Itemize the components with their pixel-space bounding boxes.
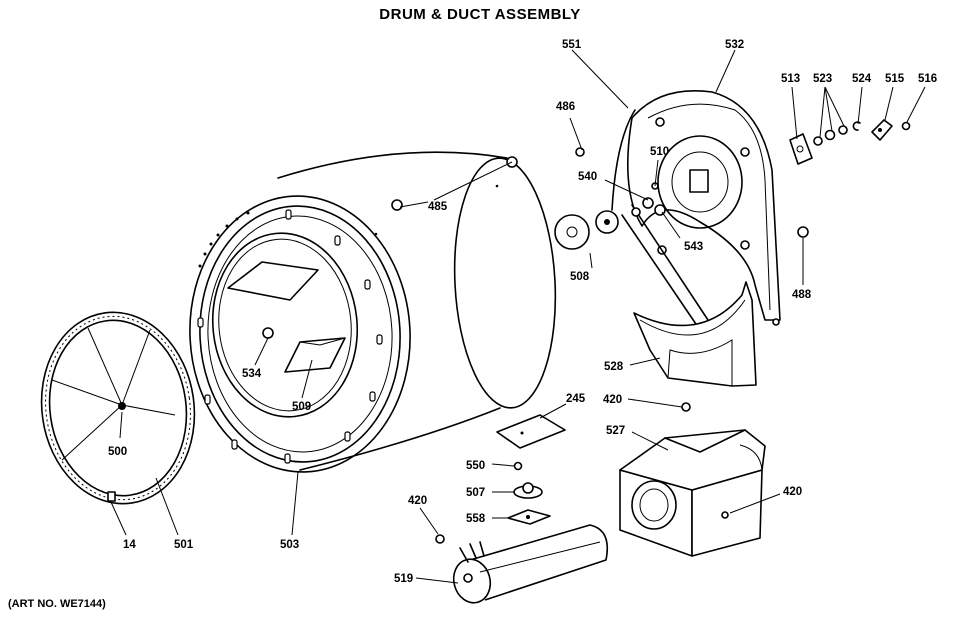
callout-500: 500	[108, 446, 127, 458]
callout-534: 534	[242, 368, 262, 380]
seal-551	[611, 109, 709, 331]
bracket-513	[789, 133, 813, 165]
callout-420-left: 420	[408, 495, 427, 507]
callout-509: 509	[292, 401, 311, 413]
screw-516	[901, 121, 911, 131]
screw-14	[107, 491, 116, 502]
leader-lines	[110, 49, 926, 584]
callout-507: 507	[466, 487, 485, 499]
screw-420-left	[435, 534, 445, 544]
callout-543: 543	[684, 241, 703, 253]
bracket-515	[871, 119, 893, 141]
art-number: (ART NO. WE7144)	[8, 598, 106, 610]
callout-labels: 14 501 500 503 534 509 485 486 551 532 5…	[108, 39, 937, 585]
callout-508: 508	[570, 271, 590, 283]
heater-519	[452, 524, 609, 604]
screw-550	[513, 461, 523, 471]
callout-550: 550	[466, 460, 485, 472]
plug-488	[797, 226, 809, 238]
washer-540-543	[631, 197, 666, 217]
callout-501: 501	[174, 539, 194, 551]
callout-515: 515	[885, 73, 905, 85]
callout-488: 488	[792, 289, 812, 301]
callout-516: 516	[918, 73, 937, 85]
callout-527: 527	[606, 425, 625, 437]
callout-245: 245	[566, 393, 586, 405]
screw-486	[575, 147, 585, 157]
plate-245	[496, 414, 566, 449]
callout-551: 551	[562, 39, 582, 51]
callout-420-mid: 420	[603, 394, 622, 406]
screw-420-mid	[681, 402, 691, 412]
callout-486: 486	[556, 101, 575, 113]
door-glass-lines	[51, 327, 176, 461]
screw-534	[262, 327, 274, 339]
callout-528: 528	[604, 361, 624, 373]
callout-510: 510	[650, 146, 669, 158]
callout-513: 513	[781, 73, 800, 85]
bracket-558	[507, 509, 551, 525]
blower-housing-527	[619, 429, 766, 557]
rear-duct-532	[626, 90, 781, 326]
callout-519: 519	[394, 573, 413, 585]
callout-523: 523	[813, 73, 832, 85]
callout-420-right: 420	[783, 486, 802, 498]
washers-523	[813, 125, 848, 146]
callout-14: 14	[123, 539, 136, 551]
callout-532: 532	[725, 39, 744, 51]
callout-540: 540	[578, 171, 597, 183]
clip-524	[852, 121, 861, 131]
callout-503: 503	[280, 539, 299, 551]
callout-558: 558	[466, 513, 486, 525]
drum-body	[189, 151, 557, 473]
callout-485: 485	[428, 201, 448, 213]
thermostat-507	[513, 482, 543, 499]
callout-524: 524	[852, 73, 872, 85]
front-seal-ring	[40, 311, 196, 505]
screw-485	[391, 156, 518, 211]
diagram-title: DRUM & DUCT ASSEMBLY	[379, 6, 581, 23]
duct-528	[633, 281, 757, 387]
bearing-508	[554, 210, 619, 250]
